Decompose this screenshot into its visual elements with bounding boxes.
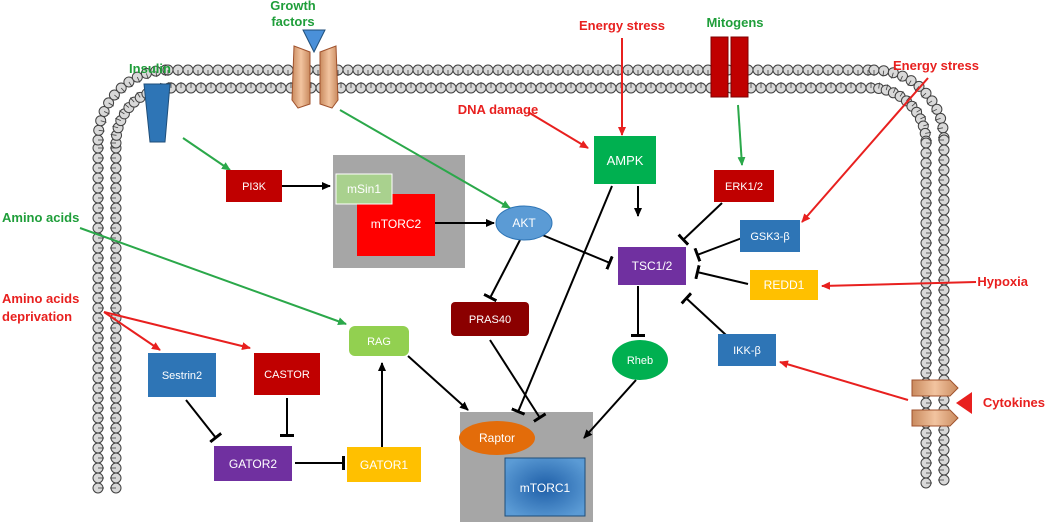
amino-acids-deprivation-label-line1: Amino acids xyxy=(2,291,79,306)
mitogens-label: Mitogens xyxy=(706,15,763,30)
growth-factors-label-line2: factors xyxy=(271,14,314,29)
edge-erk-tsc xyxy=(677,202,723,246)
edge-akt-tsc xyxy=(539,233,614,270)
energy-stress-top-label: Energy stress xyxy=(579,18,665,33)
edge-mitogens-erk xyxy=(737,104,746,166)
gsk3b-node: GSK3-β xyxy=(740,220,800,252)
erk-label: ERK1/2 xyxy=(725,181,763,193)
rheb-node: Rheb xyxy=(612,340,668,380)
akt-node: AKT xyxy=(495,205,553,241)
gator2-node: GATOR2 xyxy=(214,446,292,481)
ampk-label: AMPK xyxy=(607,153,644,168)
dna-damage-label: DNA damage xyxy=(458,102,538,117)
edge-insulin-pi3k xyxy=(182,137,231,171)
amino-acids-label: Amino acids xyxy=(2,210,79,225)
ikkb-label: IKK-β xyxy=(733,345,761,357)
cytokines-label: Cytokines xyxy=(983,395,1045,410)
edge-ikkb-tsc xyxy=(680,292,727,336)
pras40-node: PRAS40 xyxy=(451,302,529,336)
amino-acids-deprivation-label-line2: deprivation xyxy=(2,309,72,324)
erk-node: ERK1/2 xyxy=(714,170,774,202)
edge-hypoxia-redd1 xyxy=(821,281,977,290)
rag-node: RAG xyxy=(349,326,409,356)
energy-stress-right-label: Energy stress xyxy=(893,58,979,73)
cytokine-receptor-icon xyxy=(911,379,972,427)
raptor-label: Raptor xyxy=(479,431,515,445)
mtorc2-label: mTORC2 xyxy=(371,217,422,231)
msin1-node: mSin1 xyxy=(335,173,393,205)
sestrin2-node: Sestrin2 xyxy=(148,353,216,397)
edge-gsk3b-tsc xyxy=(693,237,743,262)
edge-cytokines-ikkb xyxy=(779,360,909,401)
castor-node: CASTOR xyxy=(254,353,320,395)
insulin-receptor-icon xyxy=(143,83,171,143)
edge-aa-deprivation-castor xyxy=(103,311,251,350)
rag-label: RAG xyxy=(367,336,391,348)
edge-aa-deprivation-sestrin2 xyxy=(103,311,161,351)
growth-factor-receptor-icon xyxy=(291,29,339,109)
mtorc1-label: mTORC1 xyxy=(520,481,571,495)
castor-label: CASTOR xyxy=(264,369,310,381)
akt-label: AKT xyxy=(512,216,536,230)
redd1-node: REDD1 xyxy=(750,270,818,300)
edge-growth-factors-akt xyxy=(339,109,511,209)
edge-sestrin2-gator2 xyxy=(185,399,223,444)
edge-redd1-tsc xyxy=(694,264,749,285)
raptor-node: Raptor xyxy=(459,421,535,455)
ikkb-node: IKK-β xyxy=(718,334,776,366)
mtorc1-node: mTORC1 xyxy=(504,457,586,517)
edge-pras40-raptor xyxy=(489,339,547,423)
rheb-label: Rheb xyxy=(627,355,653,367)
edge-energy-stress-gsk3b xyxy=(801,77,929,223)
edge-dna-damage-ampk xyxy=(527,111,589,149)
edge-ampk-raptor xyxy=(511,185,613,416)
hypoxia-label: Hypoxia xyxy=(977,274,1028,289)
msin1-label: mSin1 xyxy=(347,182,381,196)
ampk-node: AMPK xyxy=(594,136,656,184)
pi3k-label: PI3K xyxy=(242,181,267,193)
gator1-node: GATOR1 xyxy=(347,447,421,482)
gsk3b-label: GSK3-β xyxy=(750,231,789,243)
edge-rheb-mtorc1 xyxy=(583,379,637,439)
edge-rag-mtorc1 xyxy=(407,355,469,411)
pras40-label: PRAS40 xyxy=(469,314,511,326)
insulin-label: Insulin xyxy=(129,61,171,76)
edge-akt-pras40 xyxy=(483,239,521,303)
tsc-node: TSC1/2 xyxy=(618,247,686,285)
tsc-label: TSC1/2 xyxy=(632,259,673,273)
pi3k-node: PI3K xyxy=(226,170,282,202)
mitogen-receptor-icon xyxy=(710,36,749,98)
edge-amino-acids-rag xyxy=(79,227,347,326)
gator2-label: GATOR2 xyxy=(229,457,278,471)
redd1-label: REDD1 xyxy=(764,278,805,292)
gator1-label: GATOR1 xyxy=(360,458,409,472)
sestrin2-label: Sestrin2 xyxy=(162,370,202,382)
growth-factors-label-line1: Growth xyxy=(270,0,316,13)
